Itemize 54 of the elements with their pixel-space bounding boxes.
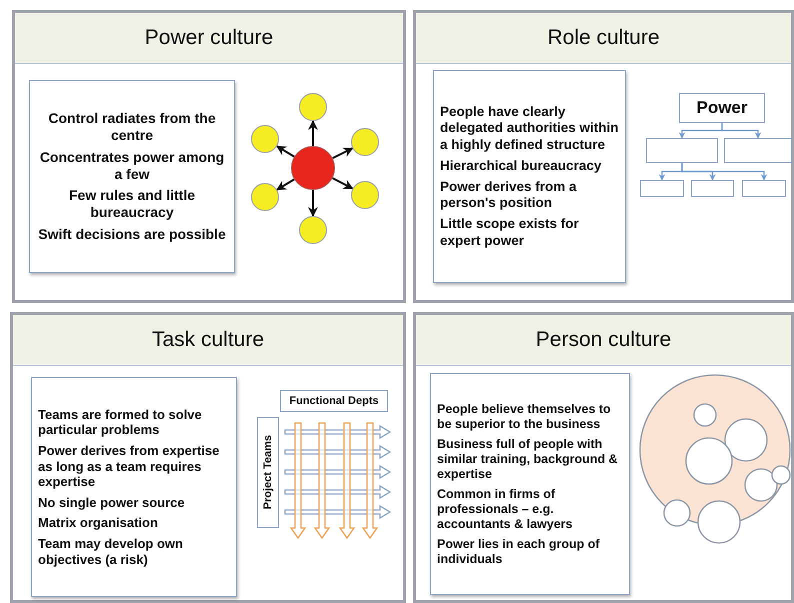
- text-panel: [430, 373, 630, 595]
- satellite-circle: [299, 93, 327, 121]
- panel-header: Task culture: [13, 315, 403, 366]
- org-chart-box: [724, 138, 792, 163]
- org-chart-box: [742, 180, 786, 197]
- label-box: [257, 417, 279, 528]
- statement-text: No single power source: [38, 494, 186, 510]
- satellite-circle: [251, 125, 279, 153]
- panel-header: Power culture: [15, 13, 403, 64]
- satellite-circle: [251, 183, 279, 211]
- arrow: [332, 177, 354, 190]
- satellite-circle: [351, 181, 379, 209]
- arrow: [276, 178, 295, 191]
- statement-text: Common in firms of professionals – e.g. accountants & lawyers: [437, 486, 574, 532]
- arrow: [276, 145, 295, 158]
- statement-text: People have clearly delegated authorities within a highly defined structure: [440, 104, 619, 153]
- statement-text: Swift decisions are possible: [37, 226, 227, 243]
- arrow: [308, 120, 318, 146]
- statement-text: Few rules and little bureaucracy: [68, 187, 196, 221]
- statement-text: Little scope exists for expert power: [440, 216, 580, 249]
- org-chart-box: [646, 138, 718, 163]
- statement-text: Business full of people with similar training, background & expertise: [437, 436, 619, 482]
- statement-text: Power lies in each group of individuals: [437, 536, 601, 566]
- culture-panel: [413, 10, 794, 303]
- box-label: Project Teams: [262, 435, 274, 510]
- statement-text: People believe themselves to be superior to the business: [437, 402, 612, 432]
- label-box: [280, 390, 388, 412]
- box-label: Power: [696, 98, 748, 118]
- panel-header: Role culture: [416, 13, 791, 64]
- org-chart-box: [640, 180, 684, 197]
- hub-circle: [291, 146, 335, 190]
- statement-text: Matrix organisation: [38, 515, 159, 531]
- statement-text: Concentrates power among a few: [38, 148, 226, 182]
- arrow: [332, 147, 354, 160]
- box-label: Functional Depts: [289, 395, 379, 407]
- culture-panel: [10, 312, 406, 603]
- statement-text: Hierarchical bureaucracy: [440, 158, 602, 174]
- label-box: [679, 93, 765, 123]
- org-chart-box: [691, 180, 734, 197]
- satellite-circle: [299, 216, 327, 244]
- arrow: [721, 123, 762, 139]
- text-panel: [31, 377, 237, 597]
- panel-header: Person culture: [416, 315, 791, 366]
- arrow: [308, 190, 318, 217]
- statement-text: Power derives from expertise as long as a team requires expertise: [38, 443, 220, 490]
- text-panel: [29, 80, 235, 273]
- arrow: [681, 163, 768, 181]
- statement-text: Team may develop own objectives (a risk): [38, 536, 184, 568]
- statement-text: Power derives from a person's position: [440, 179, 578, 212]
- statement-text: Control radiates from the centre: [47, 110, 217, 144]
- statement-text: Teams are formed to solve particular problems: [38, 406, 203, 438]
- culture-panel: [12, 10, 406, 303]
- text-panel: [433, 70, 626, 283]
- satellite-circle: [351, 128, 379, 156]
